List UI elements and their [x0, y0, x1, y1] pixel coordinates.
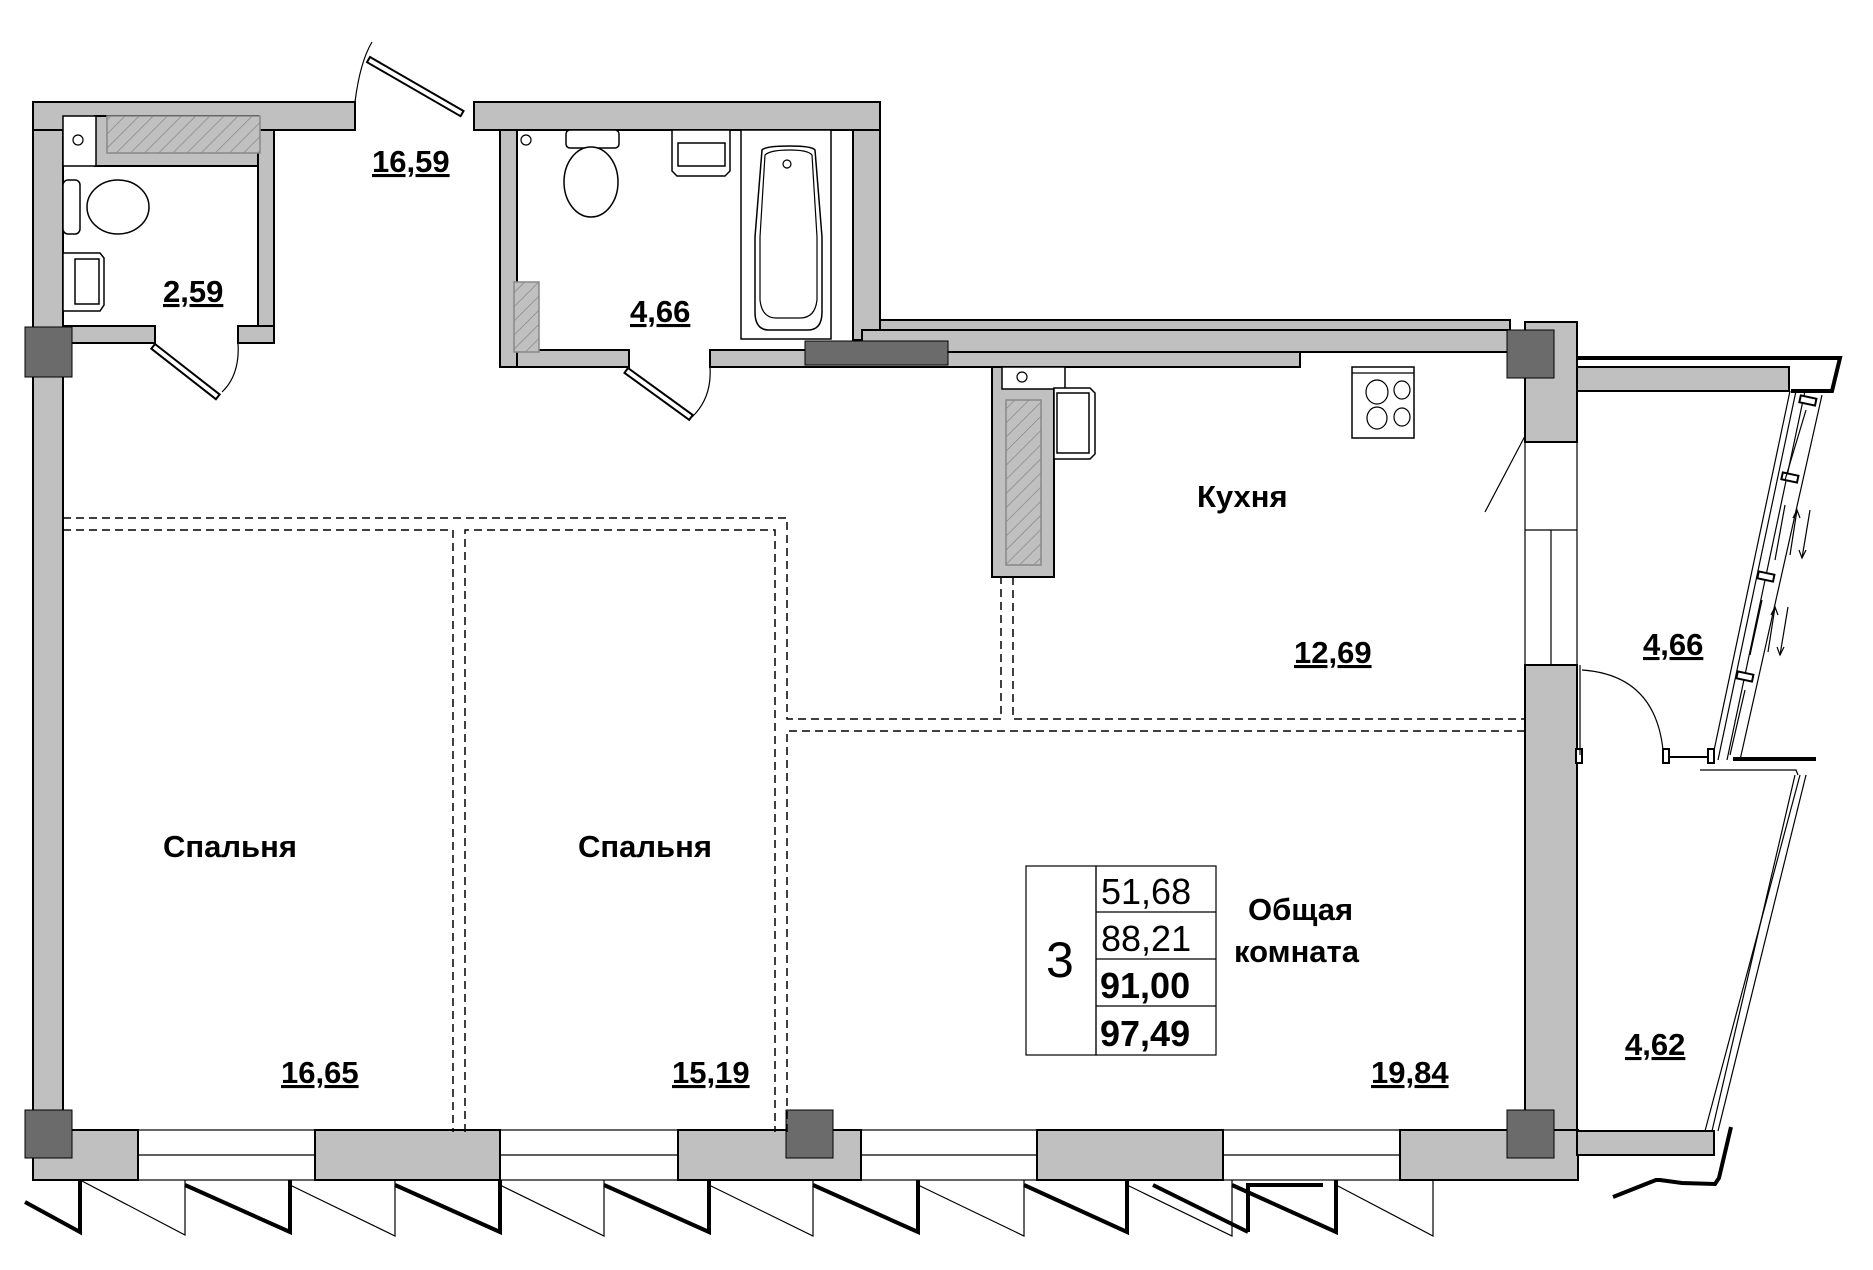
area-hall: 16,59 [372, 144, 450, 179]
wc-fixtures [62, 115, 150, 312]
partition-lines [63, 517, 1525, 1132]
bathroom-door[interactable] [623, 366, 711, 422]
living-area: 51,68 [1101, 871, 1191, 912]
area-bathroom: 4,66 [630, 294, 690, 329]
area-living: 19,84 [1371, 1055, 1449, 1090]
right-wall-window [1484, 435, 1578, 666]
area-loggia-1: 4,66 [1643, 627, 1703, 662]
area-bedroom-1: 16,65 [281, 1055, 359, 1090]
total-area-with-coef: 91,00 [1100, 965, 1190, 1006]
loggia-glazing [1575, 356, 1843, 1132]
bathroom-fixtures [520, 129, 832, 340]
name-living-line2: комната [1234, 934, 1360, 969]
area-summary-table: 3 51,68 88,21 91,00 97,49 [1025, 865, 1217, 1056]
total-area-with-loggia: 97,49 [1100, 1013, 1190, 1054]
area-loggia-2: 4,62 [1625, 1027, 1685, 1062]
room-labels: 2,59 16,59 4,66 Кухня 12,69 Спальня 16,6… [163, 144, 1703, 1090]
area-wc: 2,59 [163, 274, 223, 309]
area-bedroom-2: 15,19 [672, 1055, 750, 1090]
name-bedroom-1: Спальня [163, 829, 297, 864]
total-area: 88,21 [1101, 918, 1191, 959]
bottom-windows [137, 1129, 1401, 1181]
name-bedroom-2: Спальня [578, 829, 712, 864]
area-kitchen: 12,69 [1294, 635, 1372, 670]
name-kitchen: Кухня [1197, 479, 1288, 514]
room-count: 3 [1046, 932, 1074, 988]
entrance-door[interactable] [354, 41, 465, 118]
kitchen-fixtures [1001, 366, 1415, 460]
ventilation-shafts [106, 115, 1042, 566]
name-living-line1: Общая [1248, 892, 1353, 927]
columns [24, 326, 1555, 1159]
wc-door[interactable] [149, 342, 239, 401]
facade-sawtooth [24, 1126, 1733, 1237]
